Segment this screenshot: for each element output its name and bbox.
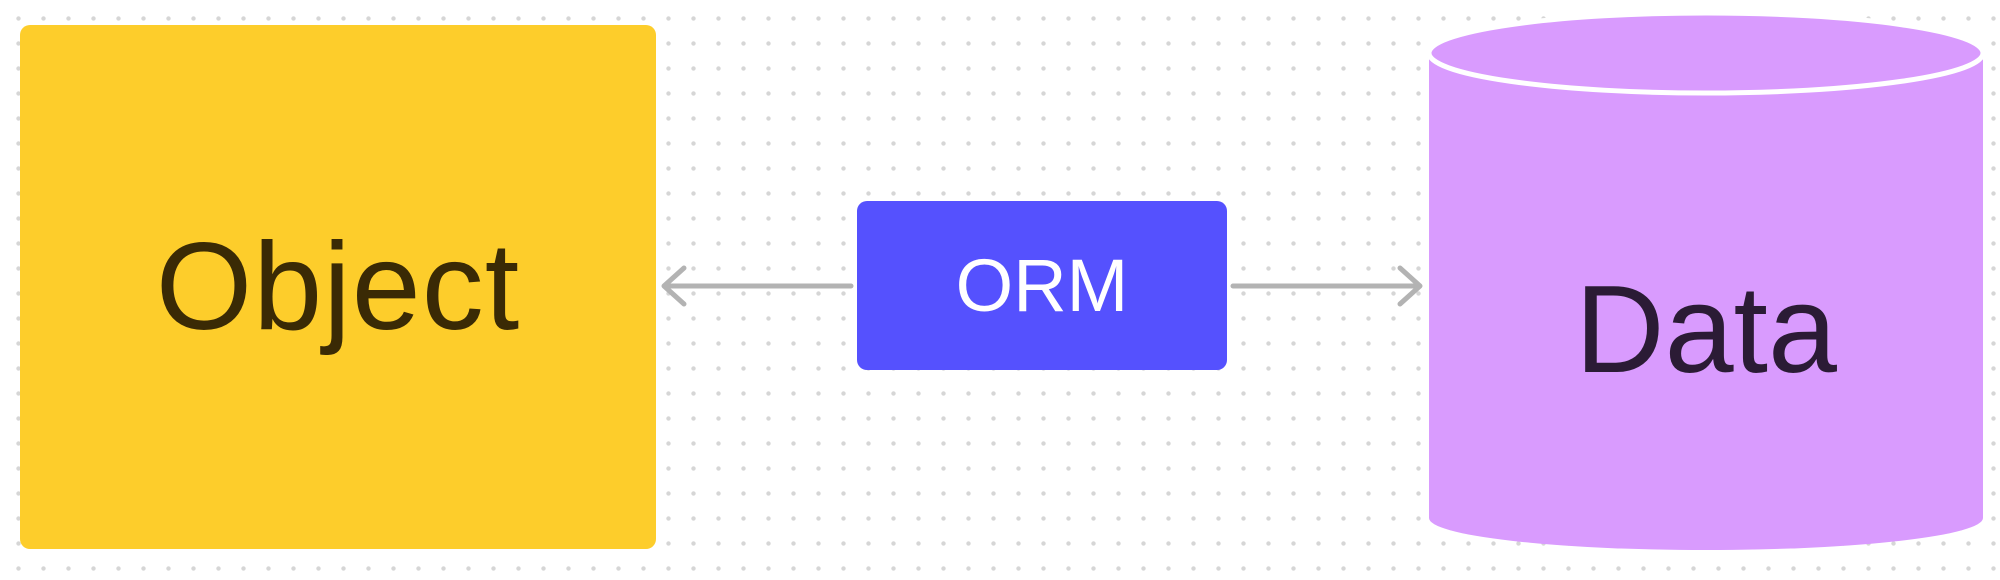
object-label: Object xyxy=(155,218,521,356)
orm-label: ORM xyxy=(955,244,1129,327)
arrow-orm-to-data xyxy=(1230,265,1423,307)
orm-node[interactable]: ORM xyxy=(857,201,1227,370)
arrow-orm-to-object xyxy=(661,265,854,307)
data-label: Data xyxy=(1575,261,1837,399)
object-node[interactable]: Object xyxy=(20,25,656,549)
data-node[interactable] xyxy=(1426,10,1986,565)
